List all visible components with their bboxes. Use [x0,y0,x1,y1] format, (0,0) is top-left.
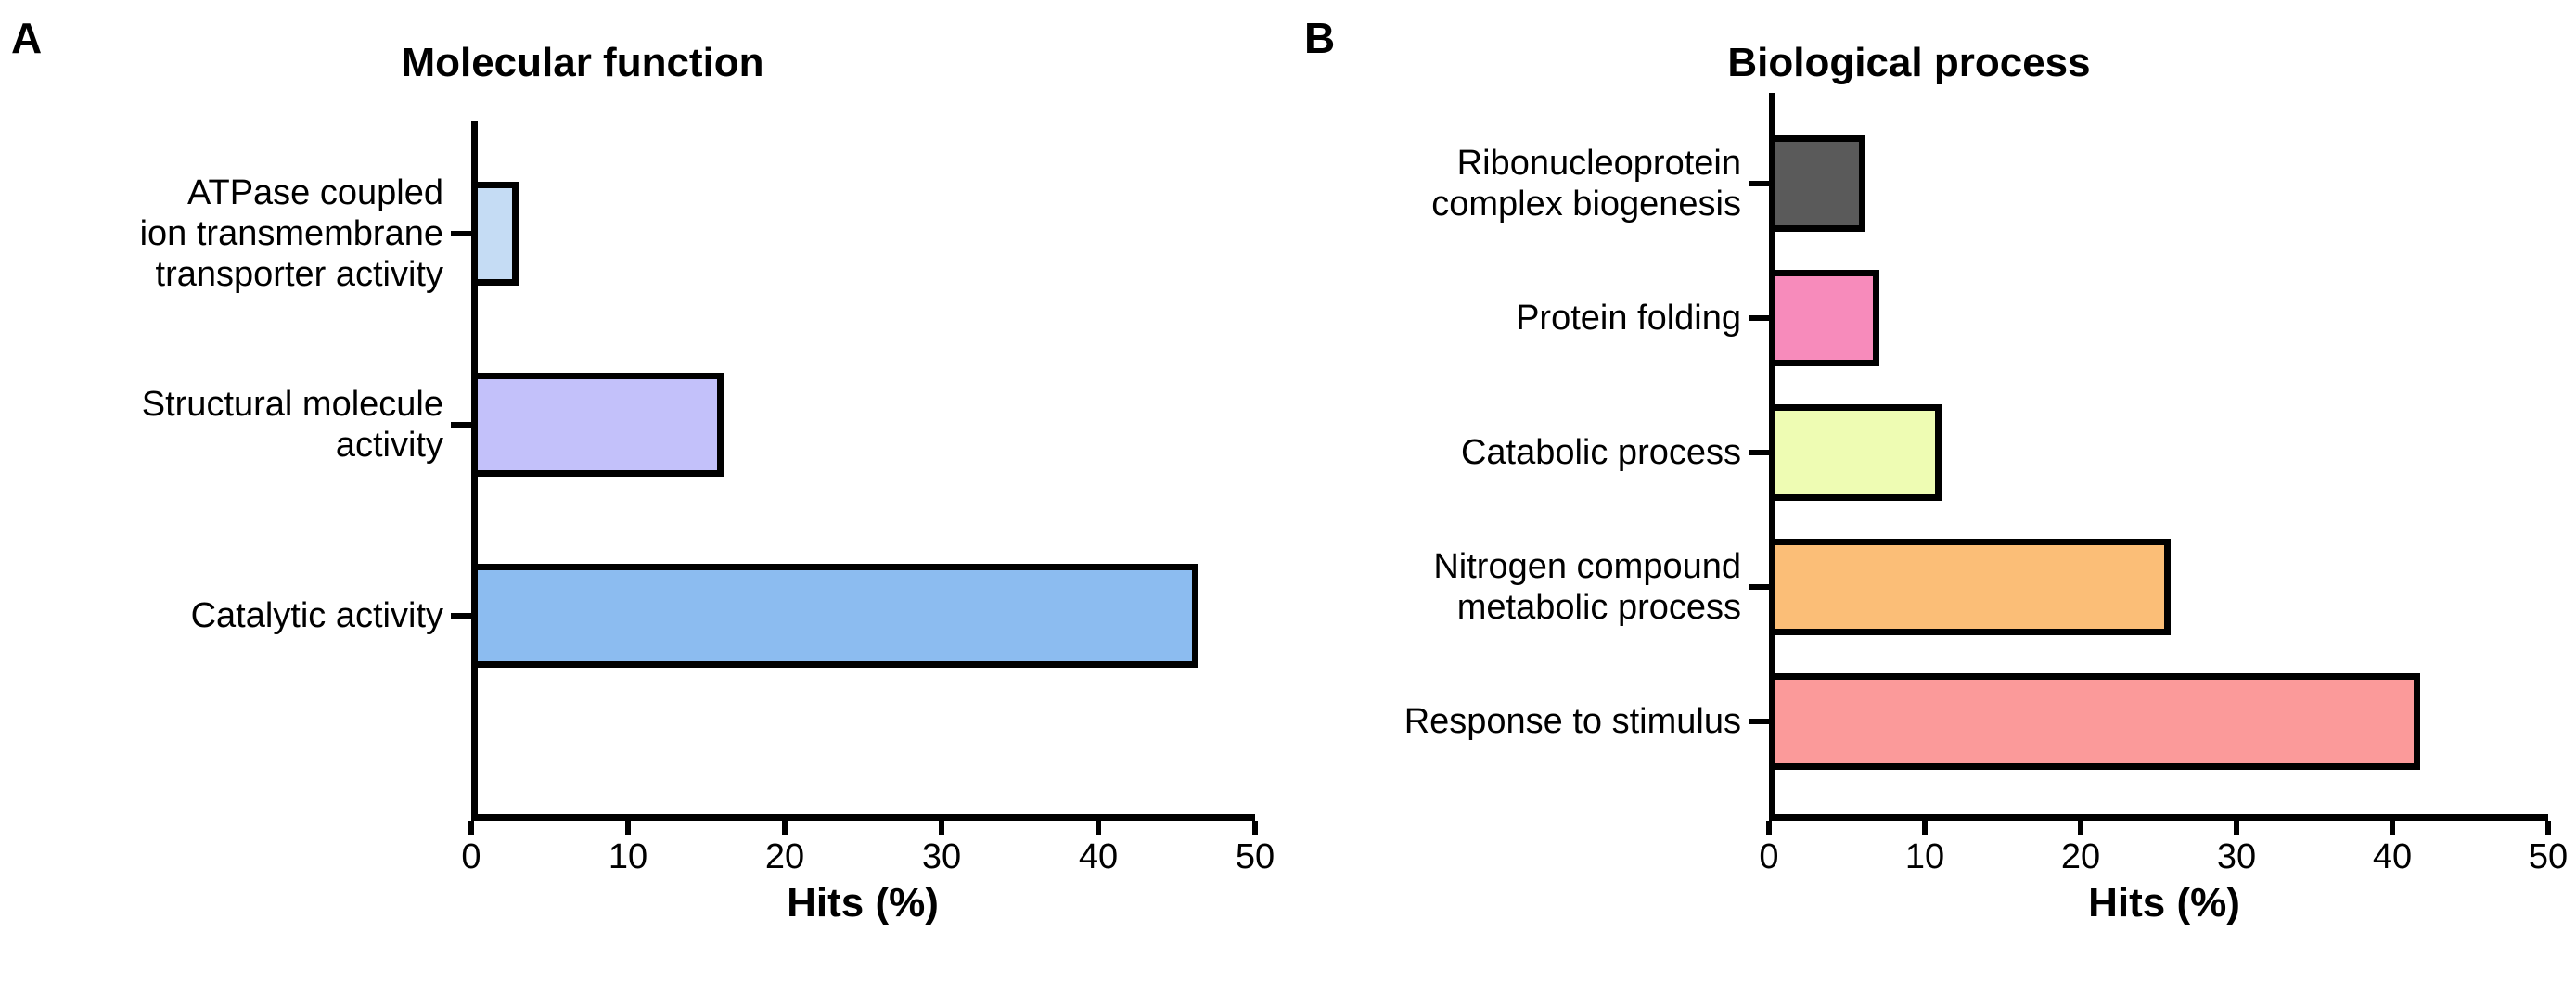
x-tick-label-a-3: 30 [921,837,962,876]
panel-a-axis-title: Hits (%) [787,880,939,926]
panel-a: A Molecular function 0 10 20 30 40 50 ATPase c… [11,14,1275,926]
x-tick-label-a-1: 10 [608,837,648,876]
x-tick-label-a-4: 40 [1078,837,1119,876]
y-tick-a-0 [451,231,471,236]
y-tick-b-1 [1749,315,1769,321]
category-label-b-1: Protein folding [1516,298,1741,338]
bar-row: Response to stimulus [1404,673,2548,770]
x-tick-a-1 [625,821,631,835]
bar-row: Structural molecule activity [142,373,1255,477]
y-tick-b-4 [1749,719,1769,724]
bar-row: Catabolic process [1461,404,2548,501]
category-label-a-1: Structural molecule activity [141,384,443,465]
bar-b-3[interactable] [1769,539,2172,635]
panel-b-x-axis [1769,814,2548,821]
bar-row: Ribonucleoprotein complex biogenesis [1431,135,2548,232]
x-tick-label-b-4: 40 [2372,837,2413,876]
bar-row: Nitrogen compound metabolic process [1433,539,2548,635]
x-tick-label-b-0: 0 [1759,837,1779,876]
y-tick-b-3 [1749,584,1769,590]
panel-a-x-axis [471,814,1255,821]
y-tick-a-2 [451,613,471,619]
y-tick-a-1 [451,422,471,428]
bar-row: Catalytic activity [191,564,1255,668]
category-label-a-2: Catalytic activity [190,595,443,635]
panel-a-letter: A [11,14,43,62]
panel-a-title: Molecular function [401,40,764,85]
x-tick-a-2 [782,821,788,835]
bar-a-2[interactable] [471,564,1199,668]
x-tick-label-b-2: 20 [2060,837,2101,876]
panel-b-letter: B [1304,14,1336,62]
bar-b-1[interactable] [1769,270,1880,366]
x-tick-label-b-5: 50 [2528,837,2569,876]
x-tick-label-b-1: 10 [1904,837,1945,876]
x-tick-a-4 [1096,821,1101,835]
bar-a-1[interactable] [471,373,724,477]
x-tick-b-0 [1766,821,1772,835]
category-label-b-2: Catabolic process [1460,432,1741,472]
x-tick-label-a-2: 20 [764,837,805,876]
x-tick-a-5 [1252,821,1258,835]
x-tick-a-0 [468,821,474,835]
panel-b: B Biological process 0 10 20 30 40 50 Ribonucl… [1288,0,2576,983]
panel-b-axis-title: Hits (%) [2088,880,2240,926]
x-tick-b-1 [1922,821,1928,835]
bar-row: Protein folding [1516,270,2548,366]
x-tick-b-2 [2078,821,2083,835]
x-tick-label-a-0: 0 [461,837,481,876]
category-label-a-0: ATPase coupled ion transmembrane transpo… [139,172,443,295]
panel-b-plot-area: 0 10 20 30 40 50 Ribonucleoprotein complex bio… [1404,93,2568,874]
bar-b-2[interactable] [1769,404,1942,501]
x-tick-label-b-3: 30 [2216,837,2257,876]
category-label-b-0: Ribonucleoprotein complex biogenesis [1431,143,1741,223]
bar-row: ATPase coupled ion transmembrane transpo… [140,173,1255,294]
bar-a-0[interactable] [471,182,519,286]
x-tick-a-3 [939,821,944,835]
bar-b-0[interactable] [1769,135,1866,232]
panel-a-plot-area: 0 10 20 30 40 50 ATPase coupled ion transmembr… [140,121,1275,874]
y-tick-b-2 [1749,450,1769,455]
x-tick-b-3 [2234,821,2239,835]
x-tick-b-5 [2545,821,2551,835]
category-label-b-4: Response to stimulus [1403,701,1741,741]
category-label-b-3: Nitrogen compound metabolic process [1433,546,1741,627]
x-tick-label-a-5: 50 [1235,837,1275,876]
x-tick-b-4 [2390,821,2395,835]
panel-b-title: Biological process [1727,40,2091,85]
bar-b-4[interactable] [1769,673,2421,770]
y-tick-b-0 [1749,181,1769,186]
